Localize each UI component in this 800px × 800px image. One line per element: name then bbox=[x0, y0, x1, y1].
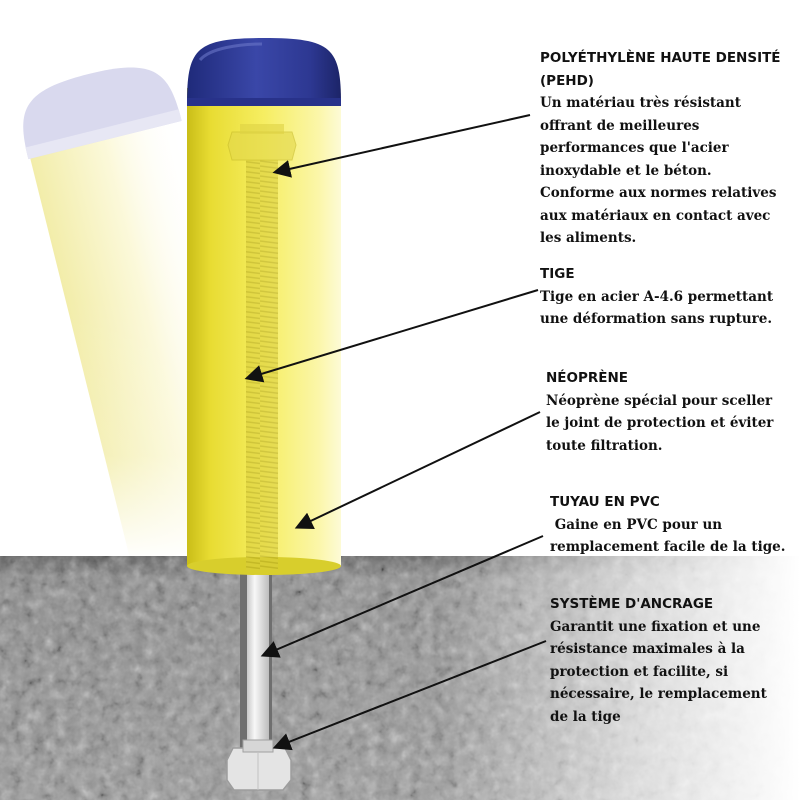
label-pvc-desc: Gaine en PVC pour un remplacement facile… bbox=[550, 516, 786, 556]
label-ancrage-title: SYSTÈME D'ANCRAGE bbox=[550, 596, 714, 612]
label-ancrage: SYSTÈME D'ANCRAGE Garantit une fixation … bbox=[550, 593, 778, 728]
arrow-ancrage bbox=[272, 640, 547, 751]
label-tige-desc: Tige en acier A-4.6 permettant une défor… bbox=[540, 288, 774, 328]
label-tige: TIGE Tige en acier A-4.6 permettant une … bbox=[540, 263, 790, 331]
label-ancrage-desc: Garantit une fixation et une résistance … bbox=[550, 618, 767, 725]
label-pvc: TUYAU EN PVC Gaine en PVC pour un rempla… bbox=[550, 491, 786, 559]
arrow-pehd bbox=[272, 114, 531, 178]
callout-arrows bbox=[244, 114, 547, 751]
label-pvc-title: TUYAU EN PVC bbox=[550, 494, 660, 510]
arrow-neoprene bbox=[294, 411, 541, 529]
yellow-post bbox=[187, 88, 341, 575]
anchor-system bbox=[226, 566, 292, 791]
label-pehd-desc: Un matériau très résistant offrant de me… bbox=[540, 95, 777, 246]
label-neoprene-title: NÉOPRÈNE bbox=[546, 370, 629, 386]
label-pehd: POLYÉTHYLÈNE HAUTE DENSITÉ (PEHD) Un mat… bbox=[540, 47, 790, 250]
anchor-nut bbox=[226, 739, 292, 791]
label-pehd-title: POLYÉTHYLÈNE HAUTE DENSITÉ (PEHD) bbox=[540, 50, 781, 89]
label-neoprene-desc: Néoprène spécial pour sceller le joint d… bbox=[546, 392, 774, 454]
label-neoprene: NÉOPRÈNE Néoprène spécial pour sceller l… bbox=[546, 367, 786, 457]
arrow-tige bbox=[244, 289, 539, 383]
arrow-pvc bbox=[260, 535, 544, 658]
label-tige-title: TIGE bbox=[540, 266, 575, 282]
blue-cap bbox=[187, 38, 341, 106]
